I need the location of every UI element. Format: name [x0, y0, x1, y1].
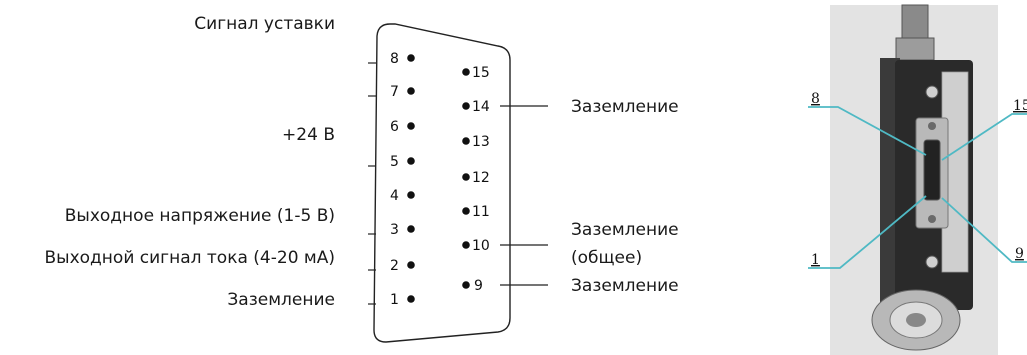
svg-text:9: 9: [474, 278, 483, 294]
label-ground-common-line1: Заземление: [571, 220, 679, 240]
svg-text:13: 13: [472, 134, 490, 150]
screw-bottom: [925, 255, 939, 269]
pin-7-dot: [407, 87, 415, 95]
pin-14-dot: [462, 102, 470, 110]
pin-11-dot: [462, 207, 470, 215]
callout-pin-9: 9: [1015, 246, 1024, 262]
label-ground-pin14: Заземление: [571, 97, 679, 117]
svg-text:12: 12: [472, 170, 490, 186]
left-lead-lines: [368, 62, 376, 305]
pin-label-10: 10: [472, 238, 490, 254]
pin-label-8: 8: [390, 51, 399, 67]
label-ground-left: Заземление: [227, 290, 335, 310]
right-lead-lines: [500, 105, 548, 286]
callout-pin-8: 8: [811, 91, 820, 107]
svg-text:5: 5: [390, 154, 399, 170]
pin-label-7: 7: [390, 84, 399, 100]
screw-top: [925, 85, 939, 99]
callout-pin-1: 1: [811, 252, 820, 268]
svg-text:4: 4: [390, 188, 399, 204]
pin-3-dot: [407, 225, 415, 233]
pin-label-3: 3: [390, 222, 399, 238]
svg-text:15: 15: [1013, 98, 1027, 114]
svg-text:6: 6: [390, 119, 399, 135]
pin-label-1: 1: [390, 292, 399, 308]
device-photo: [830, 4, 998, 355]
pin-10-dot: [462, 241, 470, 249]
pin-label-5: 5: [390, 154, 399, 170]
pin-15-dot: [462, 68, 470, 76]
pin-label-2: 2: [390, 258, 399, 274]
pin-5-dot: [407, 157, 415, 165]
svg-text:14: 14: [472, 99, 490, 115]
svg-text:3: 3: [390, 222, 399, 238]
pin-6-dot: [407, 122, 415, 130]
pin-row-left: 8 7 6 5 4 3 2 1: [390, 51, 415, 308]
label-ground-pin9: Заземление: [571, 276, 679, 296]
svg-text:8: 8: [390, 51, 399, 67]
svg-text:1: 1: [390, 292, 399, 308]
pin-2-dot: [407, 261, 415, 269]
label-setpoint-signal: Сигнал уставки: [194, 14, 335, 34]
label-power-24v: +24 В: [282, 125, 335, 145]
svg-text:11: 11: [472, 204, 490, 220]
label-ground-common-line2: (общее): [571, 248, 643, 268]
connector-outline: [373, 23, 511, 343]
photo-callout-lines: [808, 106, 1027, 269]
pin-4-dot: [407, 191, 415, 199]
svg-text:10: 10: [472, 238, 490, 254]
pin-label-12: 12: [472, 170, 490, 186]
pin-label-11: 11: [472, 204, 490, 220]
svg-text:1: 1: [811, 252, 820, 268]
pin-12-dot: [462, 173, 470, 181]
pin-label-6: 6: [390, 119, 399, 135]
pin-8-dot: [407, 54, 415, 62]
svg-text:2: 2: [390, 258, 399, 274]
pin-label-14: 14: [472, 99, 490, 115]
pin-9-dot: [462, 281, 470, 289]
svg-text:9: 9: [1015, 246, 1024, 262]
label-current-output: Выходной сигнал тока (4-20 мА): [44, 248, 336, 268]
pin-label-4: 4: [390, 188, 399, 204]
label-voltage-output: Выходное напряжение (1-5 В): [64, 206, 335, 226]
pin-row-right: 15 14 13 12 11 10 9: [462, 65, 490, 294]
pin-1-dot: [407, 295, 415, 303]
connector-socket: [923, 139, 941, 201]
callout-pin-15: 15: [1013, 98, 1027, 114]
pin-label-15: 15: [472, 65, 490, 81]
pin-label-13: 13: [472, 134, 490, 150]
pin-label-9: 9: [474, 278, 483, 294]
svg-text:15: 15: [472, 65, 490, 81]
svg-text:7: 7: [390, 84, 399, 100]
pin-13-dot: [462, 137, 470, 145]
svg-text:8: 8: [811, 91, 820, 107]
